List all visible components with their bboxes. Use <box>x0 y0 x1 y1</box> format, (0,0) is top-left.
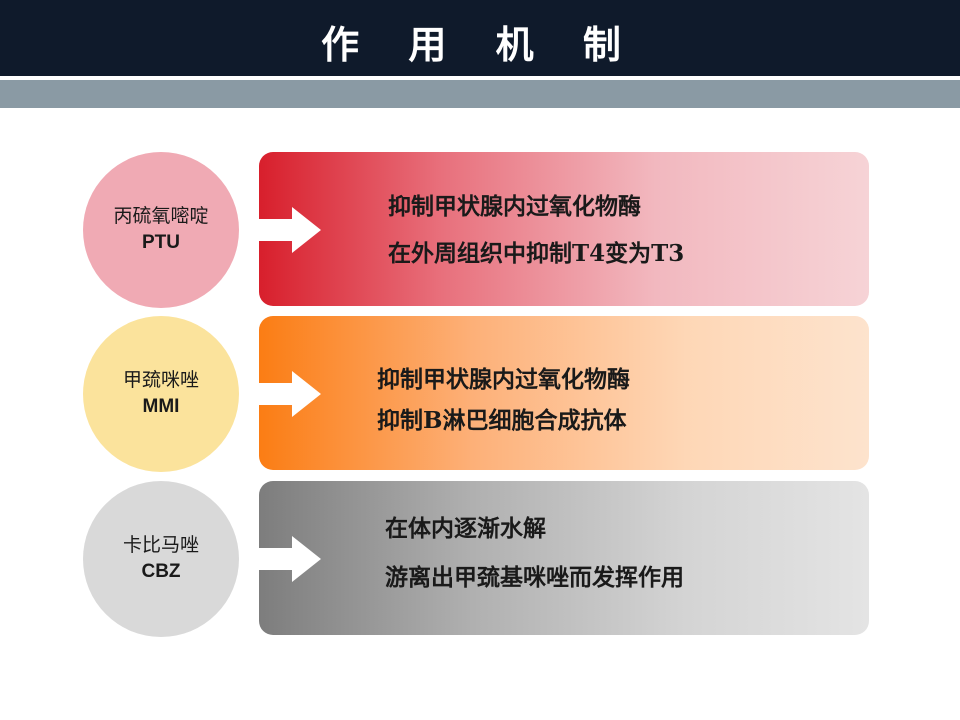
right-arrow-icon <box>259 536 321 582</box>
mechanism-line: 在外周组织中抑制T4变为T3 <box>388 240 685 267</box>
mechanism-line: 抑制甲状腺内过氧化物酶 <box>388 193 641 220</box>
drug-name: 甲巯咪唑 <box>122 370 199 391</box>
drug-name: 丙硫氧嘧啶 <box>113 206 209 227</box>
page-title: 作 用 机 制 <box>321 22 639 67</box>
drug-circle-mmi: 甲巯咪唑 MMI <box>83 316 239 472</box>
mechanism-panel-cbz <box>259 481 869 635</box>
drug-circle-ptu: 丙硫氧嘧啶 PTU <box>83 152 239 308</box>
drug-abbreviation: MMI <box>142 396 180 417</box>
mechanism-line: 抑制B淋巴细胞合成抗体 <box>377 407 627 434</box>
mechanism-line: 抑制甲状腺内过氧化物酶 <box>377 366 630 393</box>
mechanism-line: 游离出甲巯基咪唑而发挥作用 <box>385 564 684 591</box>
mechanism-panel-mmi <box>259 316 869 470</box>
drug-circle-cbz: 卡比马唑 CBZ <box>83 481 239 637</box>
mechanism-row-ptu: 丙硫氧嘧啶 PTU 抑制甲状腺内过氧化物酶 在外周组织中抑制T4变为T3 <box>0 152 960 308</box>
mechanism-line: 在体内逐渐水解 <box>385 515 546 542</box>
mechanism-panel-ptu <box>259 152 869 306</box>
mechanism-text-ptu: 抑制甲状腺内过氧化物酶 在外周组织中抑制T4变为T3 <box>388 190 684 284</box>
right-arrow-icon <box>259 207 321 253</box>
drug-abbreviation: PTU <box>142 232 180 253</box>
mechanism-text-mmi: 抑制甲状腺内过氧化物酶 抑制B淋巴细胞合成抗体 <box>377 363 630 445</box>
mechanism-row-mmi: 甲巯咪唑 MMI 抑制甲状腺内过氧化物酶 抑制B淋巴细胞合成抗体 <box>0 316 960 472</box>
title-bar <box>0 0 960 76</box>
accent-bar <box>0 80 960 108</box>
drug-abbreviation: CBZ <box>141 561 181 582</box>
drug-name: 卡比马唑 <box>122 535 199 556</box>
mechanism-text-cbz: 在体内逐渐水解 游离出甲巯基咪唑而发挥作用 <box>385 512 684 610</box>
right-arrow-icon <box>259 371 321 417</box>
mechanism-row-cbz: 卡比马唑 CBZ 在体内逐渐水解 游离出甲巯基咪唑而发挥作用 <box>0 481 960 637</box>
